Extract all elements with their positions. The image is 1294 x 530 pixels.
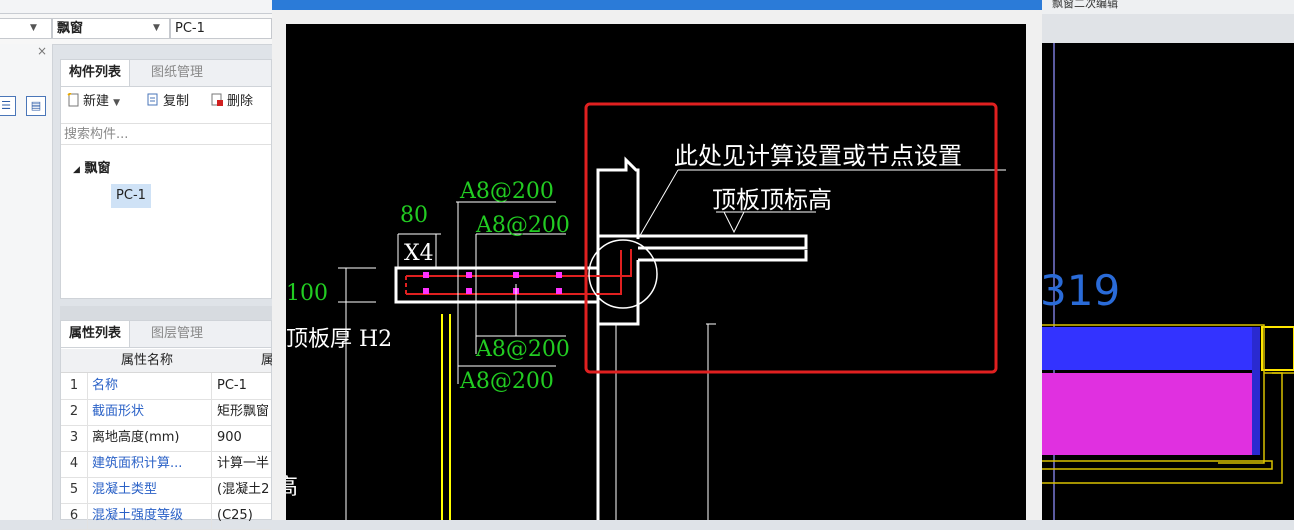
component-tabs: 构件列表 图纸管理 <box>61 60 271 87</box>
node-drawing-dialog: 此处见计算设置或节点设置 顶板顶标高 顶板厚 H2 80 X4 100 A8@2… <box>272 0 1042 520</box>
property-row[interactable]: 2 截面形状 矩形飘窗 <box>61 399 271 426</box>
right-tab-label[interactable]: 飘窗二次编辑 <box>1052 0 1118 10</box>
cad-drawing-view[interactable]: 此处见计算设置或节点设置 顶板顶标高 顶板厚 H2 80 X4 100 A8@2… <box>276 24 1026 520</box>
cad-drawing: 此处见计算设置或节点设置 顶板顶标高 顶板厚 H2 80 X4 100 A8@2… <box>276 102 1006 520</box>
dim-100-text: 100 <box>286 281 328 306</box>
roof-slab-outline <box>598 234 808 262</box>
property-name: 混凝土类型 <box>92 482 158 497</box>
property-name: 离地高度(mm) <box>92 430 180 445</box>
search-input[interactable]: 搜索构件... <box>61 123 271 145</box>
rebar-label-3: A8@200 <box>475 337 570 362</box>
copy-button[interactable]: 复制 <box>147 93 189 111</box>
row-number: 2 <box>61 399 88 425</box>
name-combo-value: PC-1 <box>175 21 205 36</box>
rebar-label-2: A8@200 <box>475 213 570 238</box>
property-name: 建筑面积计算... <box>92 456 183 471</box>
leader-lines <box>338 169 1006 520</box>
tab-property-list[interactable]: 属性列表 <box>61 321 131 347</box>
property-value[interactable]: PC-1 <box>211 373 273 399</box>
row-number: 1 <box>61 373 88 399</box>
property-panel: 属性列表 图层管理 属性名称 属 1 名称 PC-1 2 截面形状 矩形飘窗 3… <box>60 320 275 530</box>
column-value-header: 属 <box>261 353 275 368</box>
left-side-pane: × ☰ ▤ <box>0 44 53 520</box>
chevron-down-icon: ▼ <box>113 98 121 108</box>
tile-view-icon[interactable]: ▤ <box>26 96 46 116</box>
list-view-icon[interactable]: ☰ <box>0 96 16 116</box>
property-value[interactable]: 计算一半 <box>211 451 273 477</box>
note-text: 此处见计算设置或节点设置 <box>674 142 962 170</box>
property-grid-header: 属性名称 属 <box>61 349 275 373</box>
partial-char: 高 <box>286 475 298 500</box>
delete-button[interactable]: 删除 <box>211 93 253 111</box>
type-combo-value: 飘窗 <box>57 21 84 36</box>
property-row[interactable]: 6 混凝土强度等级 (C25) <box>61 503 271 530</box>
right-canvas-panel[interactable]: 飘窗二次编辑 319 <box>1042 0 1294 520</box>
toolbar: ▼ 飘窗 ▼ PC-1 <box>0 14 272 45</box>
wall-outline <box>596 156 640 520</box>
chevron-down-icon: ▼ <box>30 23 37 33</box>
component-list-panel: 构件列表 图纸管理 新建 ▼ 复制 删除 搜索构件... ◢ 飘窗 PC-1 <box>60 59 272 299</box>
node-circle <box>588 239 658 309</box>
dim-80-text: 80 <box>400 203 428 228</box>
property-row[interactable]: 3 离地高度(mm) 900 <box>61 425 271 452</box>
property-value[interactable]: 900 <box>211 425 273 451</box>
property-value[interactable]: 矩形飘窗 <box>211 399 273 425</box>
property-row[interactable]: 4 建筑面积计算... 计算一半 <box>61 451 271 478</box>
top-elevation-text: 顶板顶标高 <box>712 186 832 214</box>
row-number: 6 <box>61 503 88 529</box>
chevron-down-icon: ▼ <box>153 23 160 33</box>
dialog-title-bar[interactable] <box>272 0 1042 10</box>
close-icon[interactable]: × <box>37 44 48 58</box>
floor-combo[interactable]: ▼ <box>0 18 52 39</box>
new-file-icon <box>67 92 80 107</box>
yellow-guide-lines <box>441 314 451 520</box>
property-name: 截面形状 <box>92 404 145 419</box>
row-number: 4 <box>61 451 88 477</box>
window-slab-outline <box>394 266 598 304</box>
right-tab-bar <box>1042 14 1294 43</box>
property-name: 名称 <box>92 378 119 393</box>
rebar-label-4: A8@200 <box>459 369 554 394</box>
type-combo[interactable]: 飘窗 ▼ <box>52 18 170 39</box>
highlight-box <box>584 102 998 374</box>
right-title-strip: 飘窗二次编辑 <box>1042 0 1294 14</box>
slab-thickness-text: 顶板厚 H2 <box>286 327 392 352</box>
tab-drawing-manage[interactable]: 图纸管理 <box>151 65 204 80</box>
property-tabs: 属性列表 图层管理 <box>61 321 271 348</box>
panel-splitter[interactable] <box>60 306 272 320</box>
tree-node-label: 飘窗 <box>84 161 111 176</box>
copy-icon <box>147 93 160 107</box>
row-number: 5 <box>61 477 88 503</box>
delete-icon <box>211 93 224 107</box>
copy-button-label: 复制 <box>163 94 190 109</box>
property-value[interactable]: (混凝土2 <box>211 477 273 503</box>
property-row[interactable]: 1 名称 PC-1 <box>61 373 271 400</box>
delete-button-label: 删除 <box>227 94 254 109</box>
name-combo[interactable]: PC-1 <box>170 18 272 39</box>
dim-x4-text: X4 <box>404 241 434 266</box>
expand-triangle-icon[interactable]: ◢ <box>73 165 80 175</box>
tree-node-pc1[interactable]: PC-1 <box>111 184 151 208</box>
tab-component-list[interactable]: 构件列表 <box>61 60 131 86</box>
tree-node-baywindow[interactable]: ◢ 飘窗 <box>73 157 110 176</box>
right-canvas: 319 <box>1042 43 1294 520</box>
row-number: 3 <box>61 425 88 451</box>
partial-number: 319 <box>1042 266 1120 315</box>
rebar-label-1: A8@200 <box>459 179 554 204</box>
slab-rebar <box>405 249 632 295</box>
tab-layer-manage[interactable]: 图层管理 <box>151 326 204 341</box>
column-name-header: 属性名称 <box>121 353 174 368</box>
new-button[interactable]: 新建 ▼ <box>67 92 121 112</box>
property-row[interactable]: 5 混凝土类型 (混凝土2 <box>61 477 271 504</box>
new-button-label: 新建 <box>83 94 110 109</box>
property-name: 混凝土强度等级 <box>92 508 184 523</box>
property-value[interactable]: (C25) <box>211 503 273 529</box>
